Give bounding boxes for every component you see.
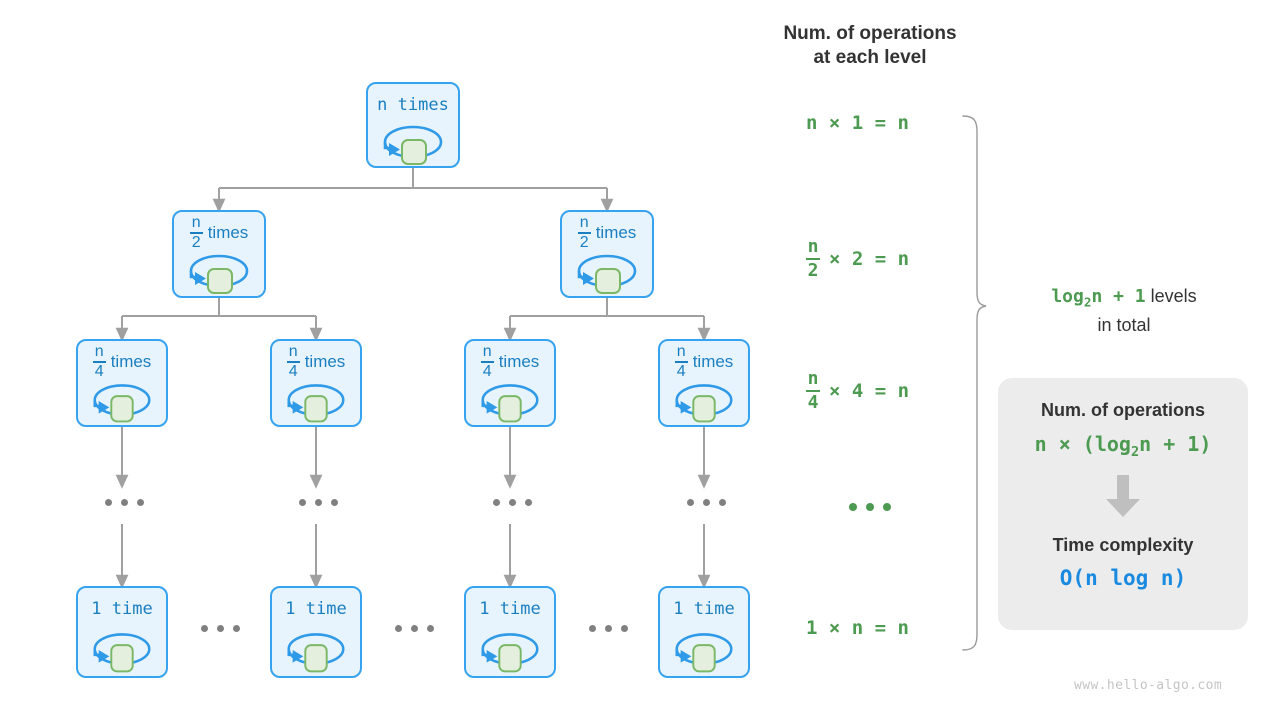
node-label-suffix: times xyxy=(692,352,734,371)
fraction: n 4 xyxy=(674,344,688,380)
tree-node-level1-0[interactable]: n times xyxy=(366,82,460,168)
loop-illustration xyxy=(368,119,458,166)
tree-node-leaf-0[interactable]: 1 time xyxy=(76,586,168,678)
node-label-suffix: times xyxy=(498,352,540,371)
fraction-bar xyxy=(189,232,203,234)
fraction-bar xyxy=(480,361,494,363)
loop-illustration xyxy=(660,623,748,676)
tree-node-level3-1[interactable]: n 4 times xyxy=(270,339,362,427)
tree-node-level3-3[interactable]: n 4 times xyxy=(658,339,750,427)
down-arrow-icon xyxy=(1103,473,1143,524)
leaf-ellipsis-1 xyxy=(395,625,434,632)
vertical-ellipsis-3 xyxy=(687,499,726,506)
node-label: 1 time xyxy=(479,599,541,619)
tree-node-level3-0[interactable]: n 4 times xyxy=(76,339,168,427)
loop-illustration xyxy=(466,376,554,425)
operations-row-ellipsis xyxy=(849,503,891,511)
fraction: n 4 xyxy=(806,368,820,413)
operations-row-2-text: × 2 = n xyxy=(829,248,910,270)
node-label-suffix: times xyxy=(595,223,637,242)
operations-row-1: n × 1 = n xyxy=(806,112,909,134)
loop-illustration xyxy=(562,247,652,296)
node-label: n 4 times xyxy=(480,344,540,380)
node-label: 1 time xyxy=(285,599,347,619)
tree-node-level3-2[interactable]: n 4 times xyxy=(464,339,556,427)
levels-note-word: levels xyxy=(1150,286,1197,306)
tree-node-level2-0[interactable]: n 2 times xyxy=(172,210,266,298)
vertical-ellipsis-1 xyxy=(299,499,338,506)
fraction: n 2 xyxy=(577,215,591,251)
node-label-suffix: times xyxy=(207,223,249,242)
node-label: n times xyxy=(377,95,449,115)
vertical-ellipsis-0 xyxy=(105,499,144,506)
summary-heading-operations: Num. of operations xyxy=(1040,400,1205,420)
fraction: n 2 xyxy=(189,215,203,251)
operations-row-3-text: × 4 = n xyxy=(829,380,910,402)
summary-equation: n × (log2n + 1) xyxy=(1034,432,1212,460)
operations-row-3: n 4 × 4 = n xyxy=(806,370,909,412)
vertical-ellipsis-2 xyxy=(493,499,532,506)
fraction-bar xyxy=(577,232,591,234)
loop-illustration xyxy=(660,376,748,425)
operations-row-5: 1 × n = n xyxy=(806,617,909,639)
summary-big-o: O(n log n) xyxy=(1059,566,1187,590)
node-label: n 4 times xyxy=(92,344,152,380)
operations-row-5-text: 1 × n = n xyxy=(806,617,909,639)
levels-total-note: log2n + 1 levels in total xyxy=(1010,283,1238,338)
operations-row-1-text: n × 1 = n xyxy=(806,112,909,134)
loop-illustration xyxy=(466,623,554,676)
operations-column-title-line1: Num. of operations xyxy=(783,23,957,44)
node-label: n 2 times xyxy=(189,215,249,251)
fraction-bar xyxy=(674,361,688,363)
fraction: n 4 xyxy=(480,344,494,380)
tree-node-level2-1[interactable]: n 2 times xyxy=(560,210,654,298)
levels-note-line2: in total xyxy=(1097,314,1151,335)
node-label-suffix: times xyxy=(304,352,346,371)
fraction: n 4 xyxy=(92,344,106,380)
operations-column-title: Num. of operations at each level xyxy=(748,22,992,71)
node-label: n 4 times xyxy=(286,344,346,380)
tree-node-leaf-1[interactable]: 1 time xyxy=(270,586,362,678)
fraction-bar xyxy=(806,390,820,392)
node-label: n 4 times xyxy=(674,344,734,380)
operations-row-2: n 2 × 2 = n xyxy=(806,238,909,280)
node-label: 1 time xyxy=(91,599,153,619)
levels-brace xyxy=(962,115,987,651)
loop-illustration xyxy=(78,623,166,676)
leaf-ellipsis-0 xyxy=(201,625,240,632)
fraction: n 4 xyxy=(286,344,300,380)
loop-illustration xyxy=(272,623,360,676)
watermark: www.hello-algo.com xyxy=(1074,678,1223,693)
tree-node-leaf-2[interactable]: 1 time xyxy=(464,586,556,678)
node-label-suffix: times xyxy=(110,352,152,371)
fraction-bar xyxy=(806,258,820,260)
fraction-bar xyxy=(92,361,106,363)
loop-illustration xyxy=(78,376,166,425)
fraction: n 2 xyxy=(806,236,820,281)
summary-heading-complexity: Time complexity xyxy=(1052,535,1194,555)
tree-node-leaf-3[interactable]: 1 time xyxy=(658,586,750,678)
loop-illustration xyxy=(174,247,264,296)
levels-formula: log2n + 1 xyxy=(1051,286,1146,310)
summary-panel: Num. of operations n × (log2n + 1) Time … xyxy=(998,378,1248,630)
loop-illustration xyxy=(272,376,360,425)
operations-column-title-line2: at each level xyxy=(813,47,927,69)
node-label: 1 time xyxy=(673,599,735,619)
leaf-ellipsis-2 xyxy=(589,625,628,632)
node-label: n 2 times xyxy=(577,215,637,251)
fraction-bar xyxy=(286,361,300,363)
